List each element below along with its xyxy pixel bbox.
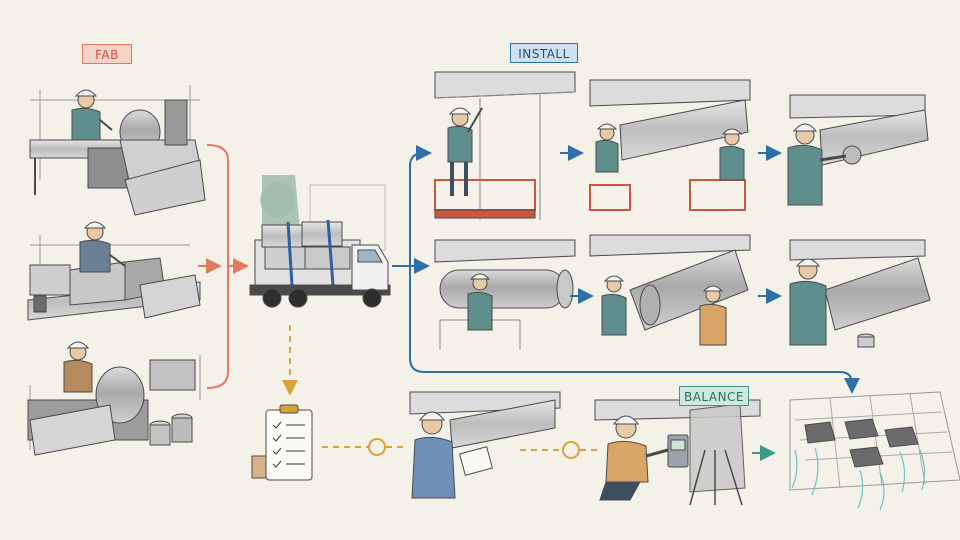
fab-flow-bracket: [206, 144, 249, 389]
install-scene-round-hang: [434, 239, 576, 350]
install-scene-round-seal: [789, 239, 931, 348]
stage-tag-fab: FAB: [82, 44, 132, 64]
circle-node-icon: [562, 441, 580, 459]
install-scene-hang-hangers: [434, 71, 576, 220]
inspector-scene: [409, 391, 561, 499]
install-scene-round-connect: [589, 234, 751, 346]
fab-scene-coil-roller: [27, 341, 201, 456]
delivery-truck: [249, 175, 391, 308]
install-scene-seal-joint: [787, 94, 929, 206]
stage-tag-install: INSTALL: [510, 43, 578, 63]
fab-scene-forming-bench: [27, 221, 201, 321]
fab-scene-rolling-machine: [29, 85, 206, 216]
install-flow-branch: [392, 145, 860, 394]
circle-node-icon: [368, 438, 386, 456]
stage-tag-balance: BALANCE: [679, 386, 749, 406]
install-scene-mount-duct: [589, 79, 751, 211]
ceiling-diffusers-scene: [789, 391, 960, 511]
clipboard-checklist-icon: [272, 421, 305, 468]
checklist-clipboard: [251, 404, 313, 481]
balancing-technician-scene: [594, 399, 761, 506]
